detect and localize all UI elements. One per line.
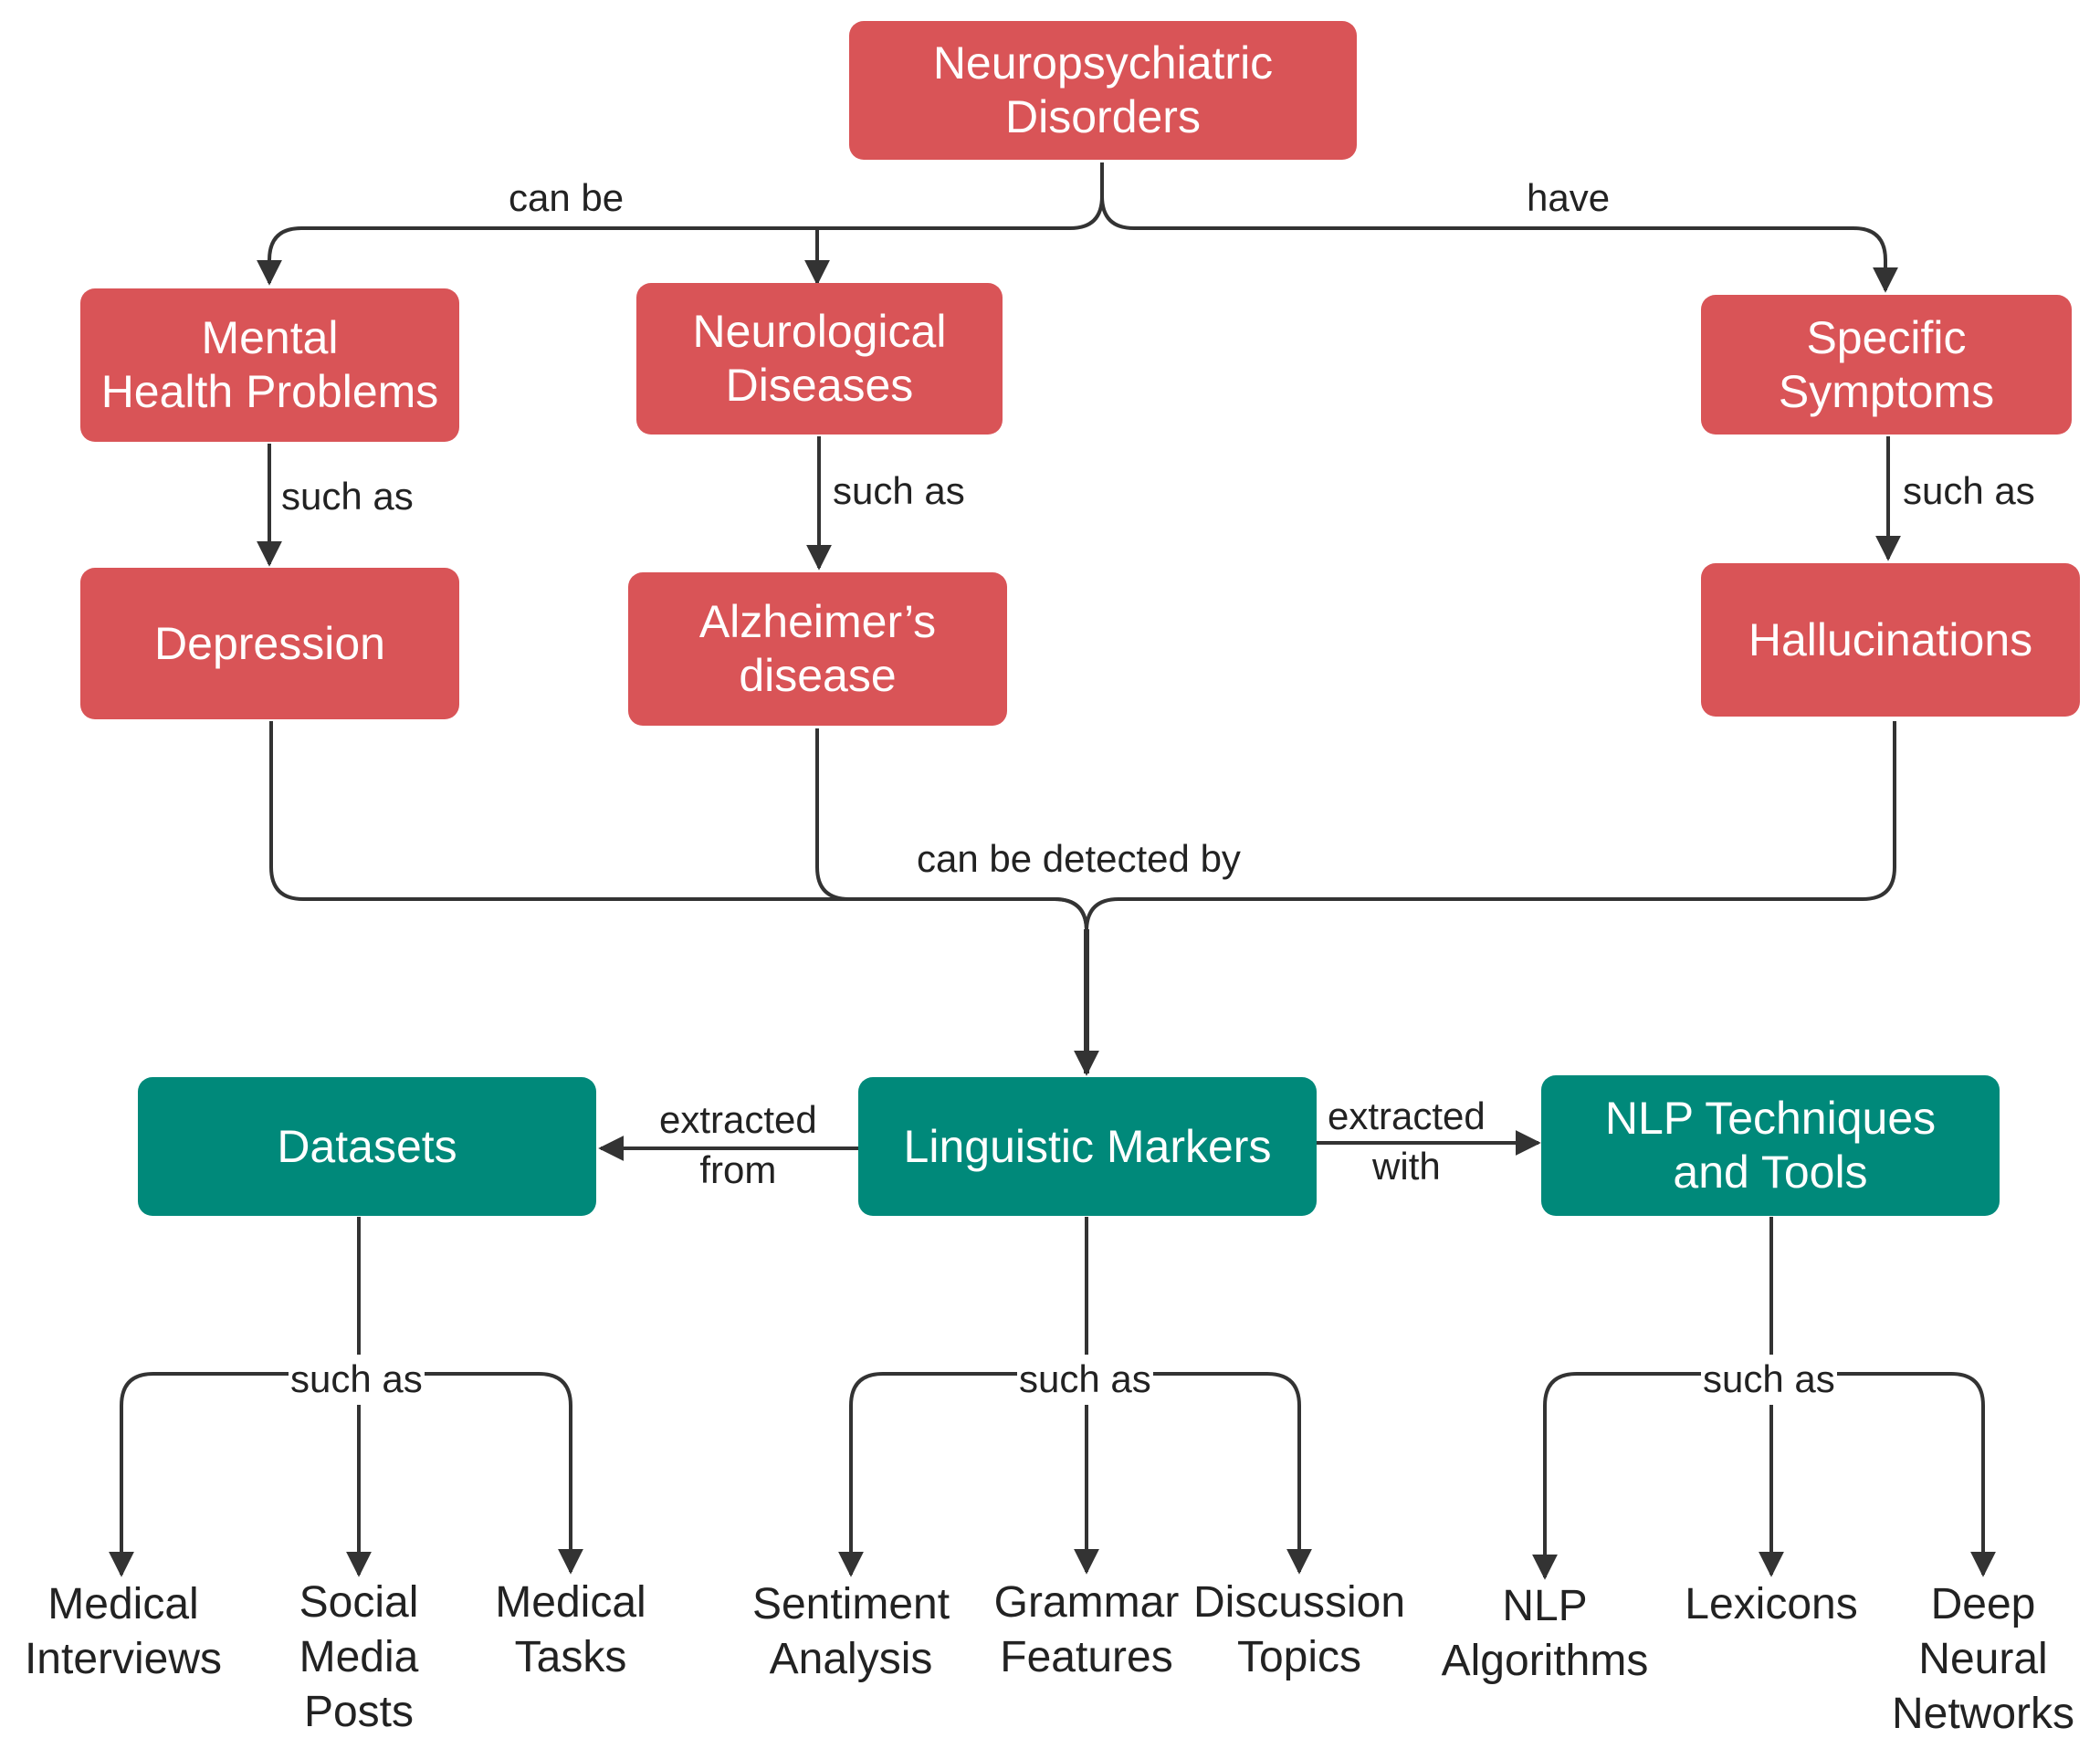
node-line: Neurological [692,306,947,357]
node-mental-health-problems: Mental Health Problems [80,288,459,442]
leaf-lexicons: Lexicons [1671,1577,1872,1632]
edge-nlp-to-deep [1771,1372,1996,1577]
edge-label-can-be: can be [509,176,625,219]
node-line: Hallucinations [1748,613,2033,665]
leaf-line: Tasks [514,1633,627,1681]
node-line: Symptoms [1778,365,1995,417]
edge-markers-to-sentiment [838,1372,1087,1577]
edge-label-line: with [1372,1144,1441,1188]
node-line: Neuropsychiatric [932,37,1274,89]
leaf-line: NLP [1502,1582,1588,1630]
node-line: NLP Techniques [1604,1093,1937,1144]
edge-label-such-as-nlp: such as [1701,1355,1837,1405]
leaf-medical-interviews: Medical Interviews [9,1577,237,1687]
node-line: and Tools [1673,1146,1868,1198]
leaf-line: Social [299,1578,419,1627]
edge-label-such-as-markers: such as [1017,1355,1153,1405]
edge-label-extracted-from: extracted from [659,1095,817,1195]
leaf-line: Sentiment [751,1580,950,1628]
node-line: Datasets [277,1120,457,1172]
edge-hallucinations-merge [1085,721,1896,932]
edge-alzheimers-merge [815,728,1088,932]
edge-label-such-as-mental: such as [281,475,414,518]
node-depression: Depression [80,568,459,719]
leaf-line: Neural [1918,1635,2048,1683]
node-neuropsychiatric-disorders: Neuropsychiatric Disorders [849,21,1357,160]
leaf-discussion-topics: Discussion Topics [1185,1576,1413,1685]
node-alzheimers-disease: Alzheimer’s disease [628,572,1007,726]
leaf-line: Media [299,1633,419,1681]
edge-label-extracted-with: extracted with [1328,1092,1486,1191]
node-line: Alzheimer’s [698,596,937,647]
node-line: Specific [1806,311,1967,363]
leaf-deep-neural-networks: Deep Neural Networks [1874,1577,2093,1742]
leaf-grammar-features: Grammar Features [982,1576,1192,1685]
leaf-medical-tasks: Medical Tasks [475,1576,667,1685]
edge-label-can-be-detected-by: can be detected by [917,837,1241,880]
edge-label-line: from [699,1147,777,1191]
edge-label-such-as-symptoms: such as [1903,469,2035,512]
node-line: Disorders [1005,91,1201,142]
leaf-line: Features [1000,1633,1173,1681]
leaf-line: Algorithms [1441,1637,1649,1685]
node-nlp-techniques: NLP Techniques and Tools [1541,1075,2000,1216]
edge-label-line: extracted [659,1098,817,1141]
node-line: Diseases [725,360,914,411]
leaf-line: Medical [47,1580,199,1628]
edge-neuro-to-symptoms [1100,162,1898,293]
edge-nlp-to-algorithms [1532,1372,1771,1580]
node-line: disease [739,650,897,701]
leaf-line: Analysis [769,1635,933,1683]
leaf-social-media-posts: Social Media Posts [263,1576,455,1740]
leaf-line: Discussion [1192,1578,1406,1627]
node-line: Mental [201,312,339,363]
leaf-line: Medical [495,1578,646,1627]
node-specific-symptoms: Specific Symptoms [1701,295,2072,435]
leaf-line: Networks [1891,1690,2075,1738]
leaf-line: Interviews [24,1635,223,1683]
edge-datasets-to-tasks [359,1372,583,1575]
node-line: Depression [154,617,385,669]
edge-label-such-as-neuro: such as [833,469,965,512]
leaf-line: Topics [1236,1633,1362,1681]
node-linguistic-markers: Linguistic Markers [858,1077,1317,1216]
node-line: Linguistic Markers [903,1120,1272,1172]
node-line: Health Problems [100,366,439,417]
leaf-line: Grammar [993,1578,1180,1627]
edge-label-have: have [1527,176,1611,219]
edge-label-line: extracted [1328,1094,1486,1137]
node-neurological-diseases: Neurological Diseases [636,283,1003,435]
node-hallucinations: Hallucinations [1701,563,2080,717]
edge-label-such-as-datasets: such as [289,1355,425,1405]
edge-datasets-to-interviews [109,1372,359,1577]
leaf-line: Lexicons [1685,1580,1858,1628]
leaf-line: Deep [1930,1580,2036,1628]
node-datasets: Datasets [138,1077,596,1216]
edge-neuro-to-mental [257,162,1104,286]
edge-markers-to-discussion [1087,1372,1312,1575]
leaf-nlp-algorithms: NLP Algorithms [1431,1579,1659,1689]
leaf-sentiment-analysis: Sentiment Analysis [737,1577,965,1687]
leaf-line: Posts [303,1688,415,1736]
